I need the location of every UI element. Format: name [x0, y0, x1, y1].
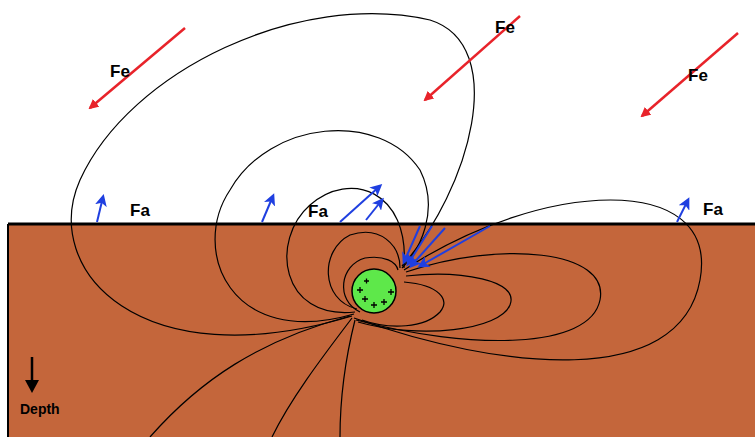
axis-label: Depth — [20, 402, 60, 416]
surface-line — [8, 223, 755, 226]
ground-edge — [7, 224, 9, 437]
surface-field-arrows — [97, 186, 688, 266]
ore-body — [352, 269, 396, 313]
field-lines — [71, 14, 701, 437]
field-label: Fe — [688, 67, 708, 84]
field-label: Fe — [495, 19, 515, 36]
field-label: Fa — [703, 201, 723, 218]
plus-signs — [357, 279, 394, 309]
depth-arrow — [25, 357, 39, 393]
ground — [8, 224, 755, 437]
electric-field-arrows — [90, 16, 738, 116]
field-label: Fa — [308, 203, 328, 220]
field-label: Fa — [130, 202, 150, 219]
field-label: Fe — [110, 63, 130, 80]
